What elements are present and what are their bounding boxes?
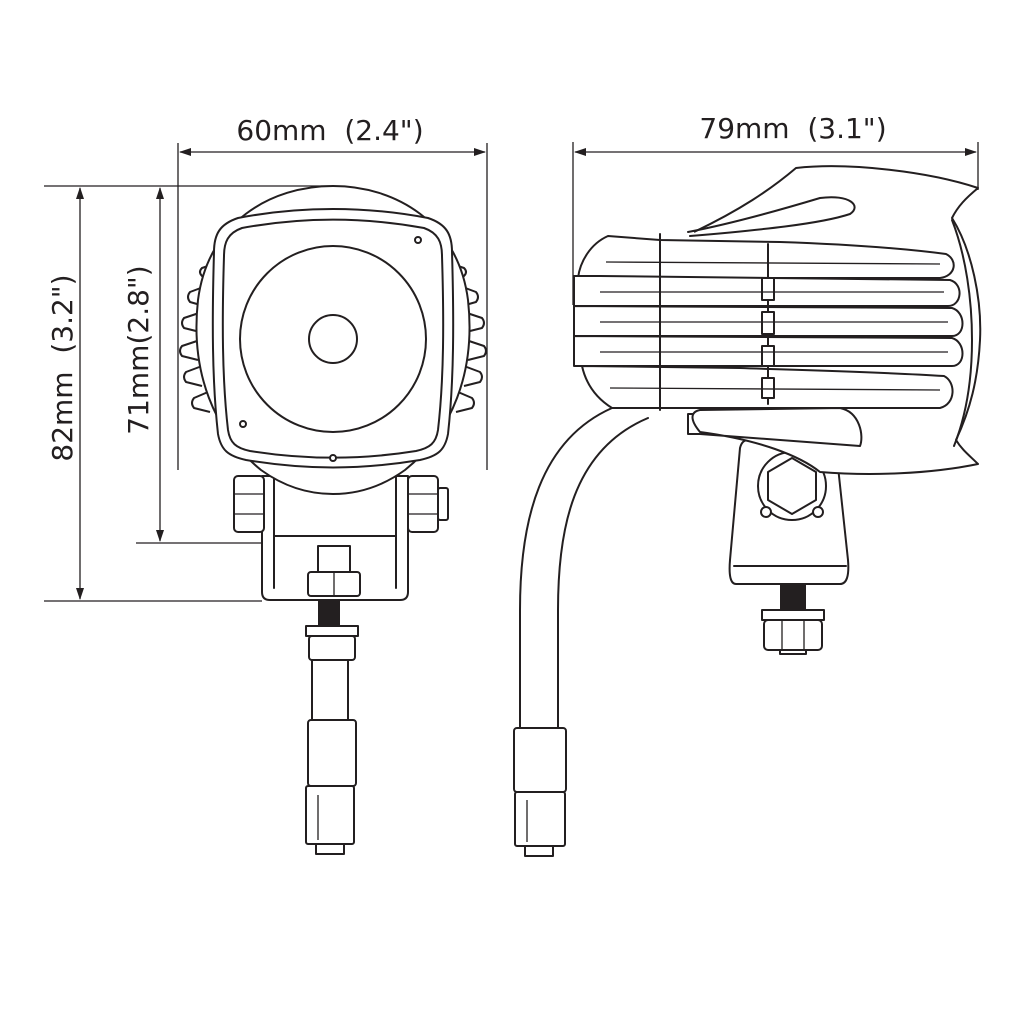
- total-height-label: 82mm (3.2"): [46, 274, 79, 461]
- front-stud: [305, 598, 359, 661]
- front-bracket: [233, 475, 449, 601]
- side-fins: [573, 233, 964, 411]
- front-width-label: 60mm (2.4"): [236, 114, 423, 147]
- dimension-front-width: 60mm (2.4"): [177, 114, 488, 470]
- side-mount: [687, 413, 850, 655]
- side-cable: [519, 407, 649, 731]
- side-bezel: [951, 219, 973, 447]
- front-led: [308, 314, 358, 364]
- side-hood-groove: [687, 196, 856, 237]
- side-width-label: 79mm (3.1"): [699, 112, 886, 145]
- dimension-body-height: 71mm(2.8"): [122, 187, 262, 544]
- side-cable-plug: [513, 727, 567, 857]
- front-view: [179, 185, 487, 855]
- front-lens-screw-left: [239, 420, 247, 428]
- front-lens-inner: [221, 218, 445, 459]
- front-lens-frame: [211, 208, 455, 469]
- front-lens-screw-bottom: [329, 454, 337, 462]
- front-cable: [305, 657, 357, 855]
- front-reflector: [239, 245, 427, 433]
- front-lens-screw-top: [414, 236, 422, 244]
- dimension-total-height: 82mm (3.2"): [44, 185, 330, 602]
- dimension-side-width: 79mm (3.1"): [572, 112, 979, 305]
- side-view: [513, 165, 982, 857]
- body-height-label: 71mm(2.8"): [122, 265, 155, 434]
